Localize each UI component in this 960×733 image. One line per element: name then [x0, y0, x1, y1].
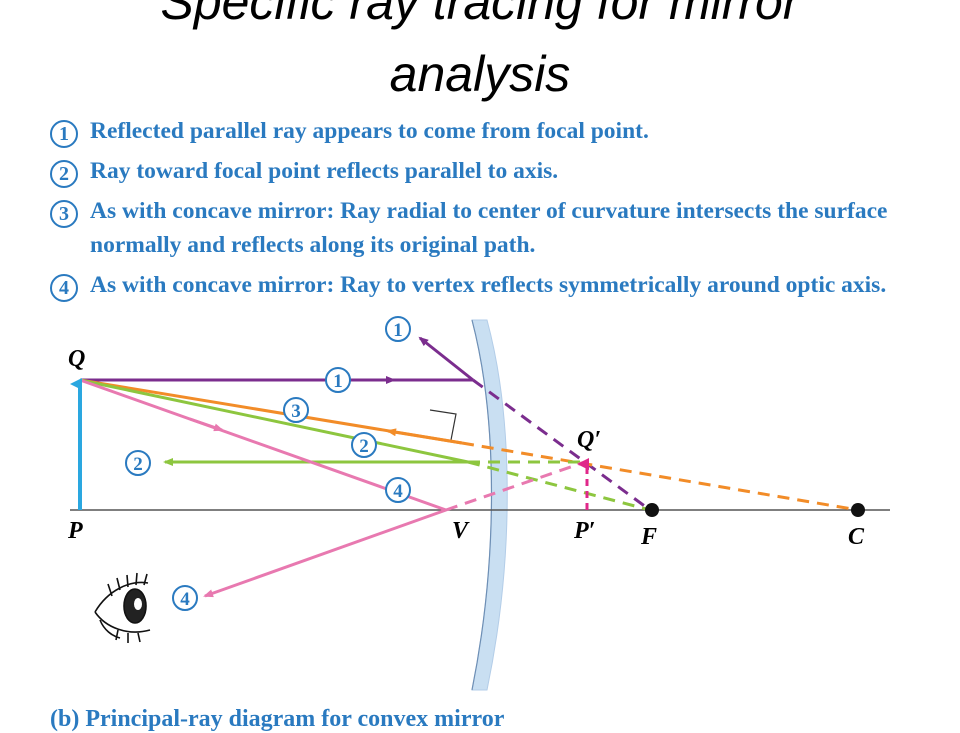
rule-3: 3 As with concave mirror: Ray radial to …: [50, 194, 950, 262]
ray1-incoming-badge: 1: [325, 367, 351, 393]
ray2-incoming-badge: 2: [351, 432, 377, 458]
label-C: C: [848, 524, 865, 550]
rule-1: 1 Reflected parallel ray appears to come…: [50, 114, 950, 148]
ray1-outgoing-number: 1: [393, 320, 403, 341]
ray3-number: 3: [291, 401, 301, 422]
ray4-incoming-badge: 4: [385, 477, 411, 503]
ray2-virtual-extension: [467, 460, 651, 512]
label-F: F: [640, 524, 657, 550]
rule-4: 4 As with concave mirror: Ray to vertex …: [50, 268, 950, 302]
right-angle-marker: [429, 409, 457, 441]
rule-text-3: As with concave mirror: Ray radial to ce…: [90, 198, 888, 258]
rule-number-4: 4: [50, 274, 78, 302]
ray2-outgoing-badge: 2: [125, 450, 151, 476]
convex-mirror: [471, 319, 508, 691]
focal-point-dot: [645, 503, 659, 517]
rule-number-1: 1: [50, 120, 78, 148]
ray4-outgoing-badge: 4: [172, 585, 198, 611]
rule-number-2: 2: [50, 160, 78, 188]
ray4-reflected: [203, 508, 447, 598]
center-of-curvature-dot: [851, 503, 865, 517]
ray3-virtual-extension: [461, 441, 859, 512]
ray3-badge: 3: [283, 397, 309, 423]
ray3-reflected: [386, 428, 463, 445]
slide-title-line1: Specific ray tracing for mirror: [160, 0, 800, 30]
ray1-outgoing-badge: 1: [385, 316, 411, 342]
eye-icon: [94, 572, 151, 643]
rules-list: 1 Reflected parallel ray appears to come…: [50, 114, 950, 308]
rule-text-1: Reflected parallel ray appears to come f…: [90, 118, 649, 144]
label-Q-image: Q′: [577, 427, 601, 453]
ray4-virtual-extension: [445, 460, 586, 512]
ray2-incoming-number: 2: [359, 436, 369, 457]
ray2-incoming: [79, 378, 469, 464]
ray1-virtual-extension: [472, 378, 651, 512]
ray4-incoming: [79, 378, 447, 512]
rule-2: 2 Ray toward focal point reflects parall…: [50, 154, 950, 188]
rule-number-3: 3: [50, 200, 78, 228]
ray4-outgoing-number: 4: [180, 589, 190, 610]
rule-text-2: Ray toward focal point reflects parallel…: [90, 158, 559, 184]
ray4-incoming-arrow: [189, 417, 224, 432]
ray1-reflected: [418, 336, 474, 382]
slide-title-line2: analysis: [389, 46, 571, 102]
label-P-image: P′: [573, 518, 595, 544]
label-P: P: [67, 518, 83, 544]
label-V: V: [452, 518, 470, 544]
label-Q: Q: [68, 346, 85, 372]
ray2-outgoing-number: 2: [133, 454, 143, 475]
rule-text-4: As with concave mirror: Ray to vertex re…: [90, 272, 887, 298]
ray1-incoming-number: 1: [333, 371, 343, 392]
ray4-incoming-number: 4: [393, 481, 403, 502]
